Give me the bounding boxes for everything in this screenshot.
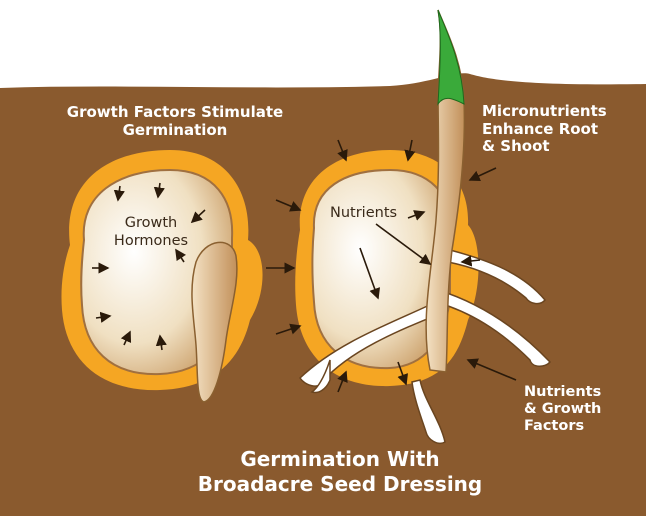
growth-factors-label: Growth Factors Stimulate Germination xyxy=(55,104,295,139)
diagram-title: Germination With Broadacre Seed Dressing xyxy=(150,447,530,497)
nutrients-growth-label: Nutrients & Growth Factors xyxy=(524,384,644,435)
growth-hormones-label: Growth Hormones xyxy=(96,214,206,250)
shoot-tip xyxy=(438,10,464,104)
micronutrients-label: Micronutrients Enhance Root & Shoot xyxy=(482,103,642,156)
nutrients-label: Nutrients xyxy=(330,205,450,222)
